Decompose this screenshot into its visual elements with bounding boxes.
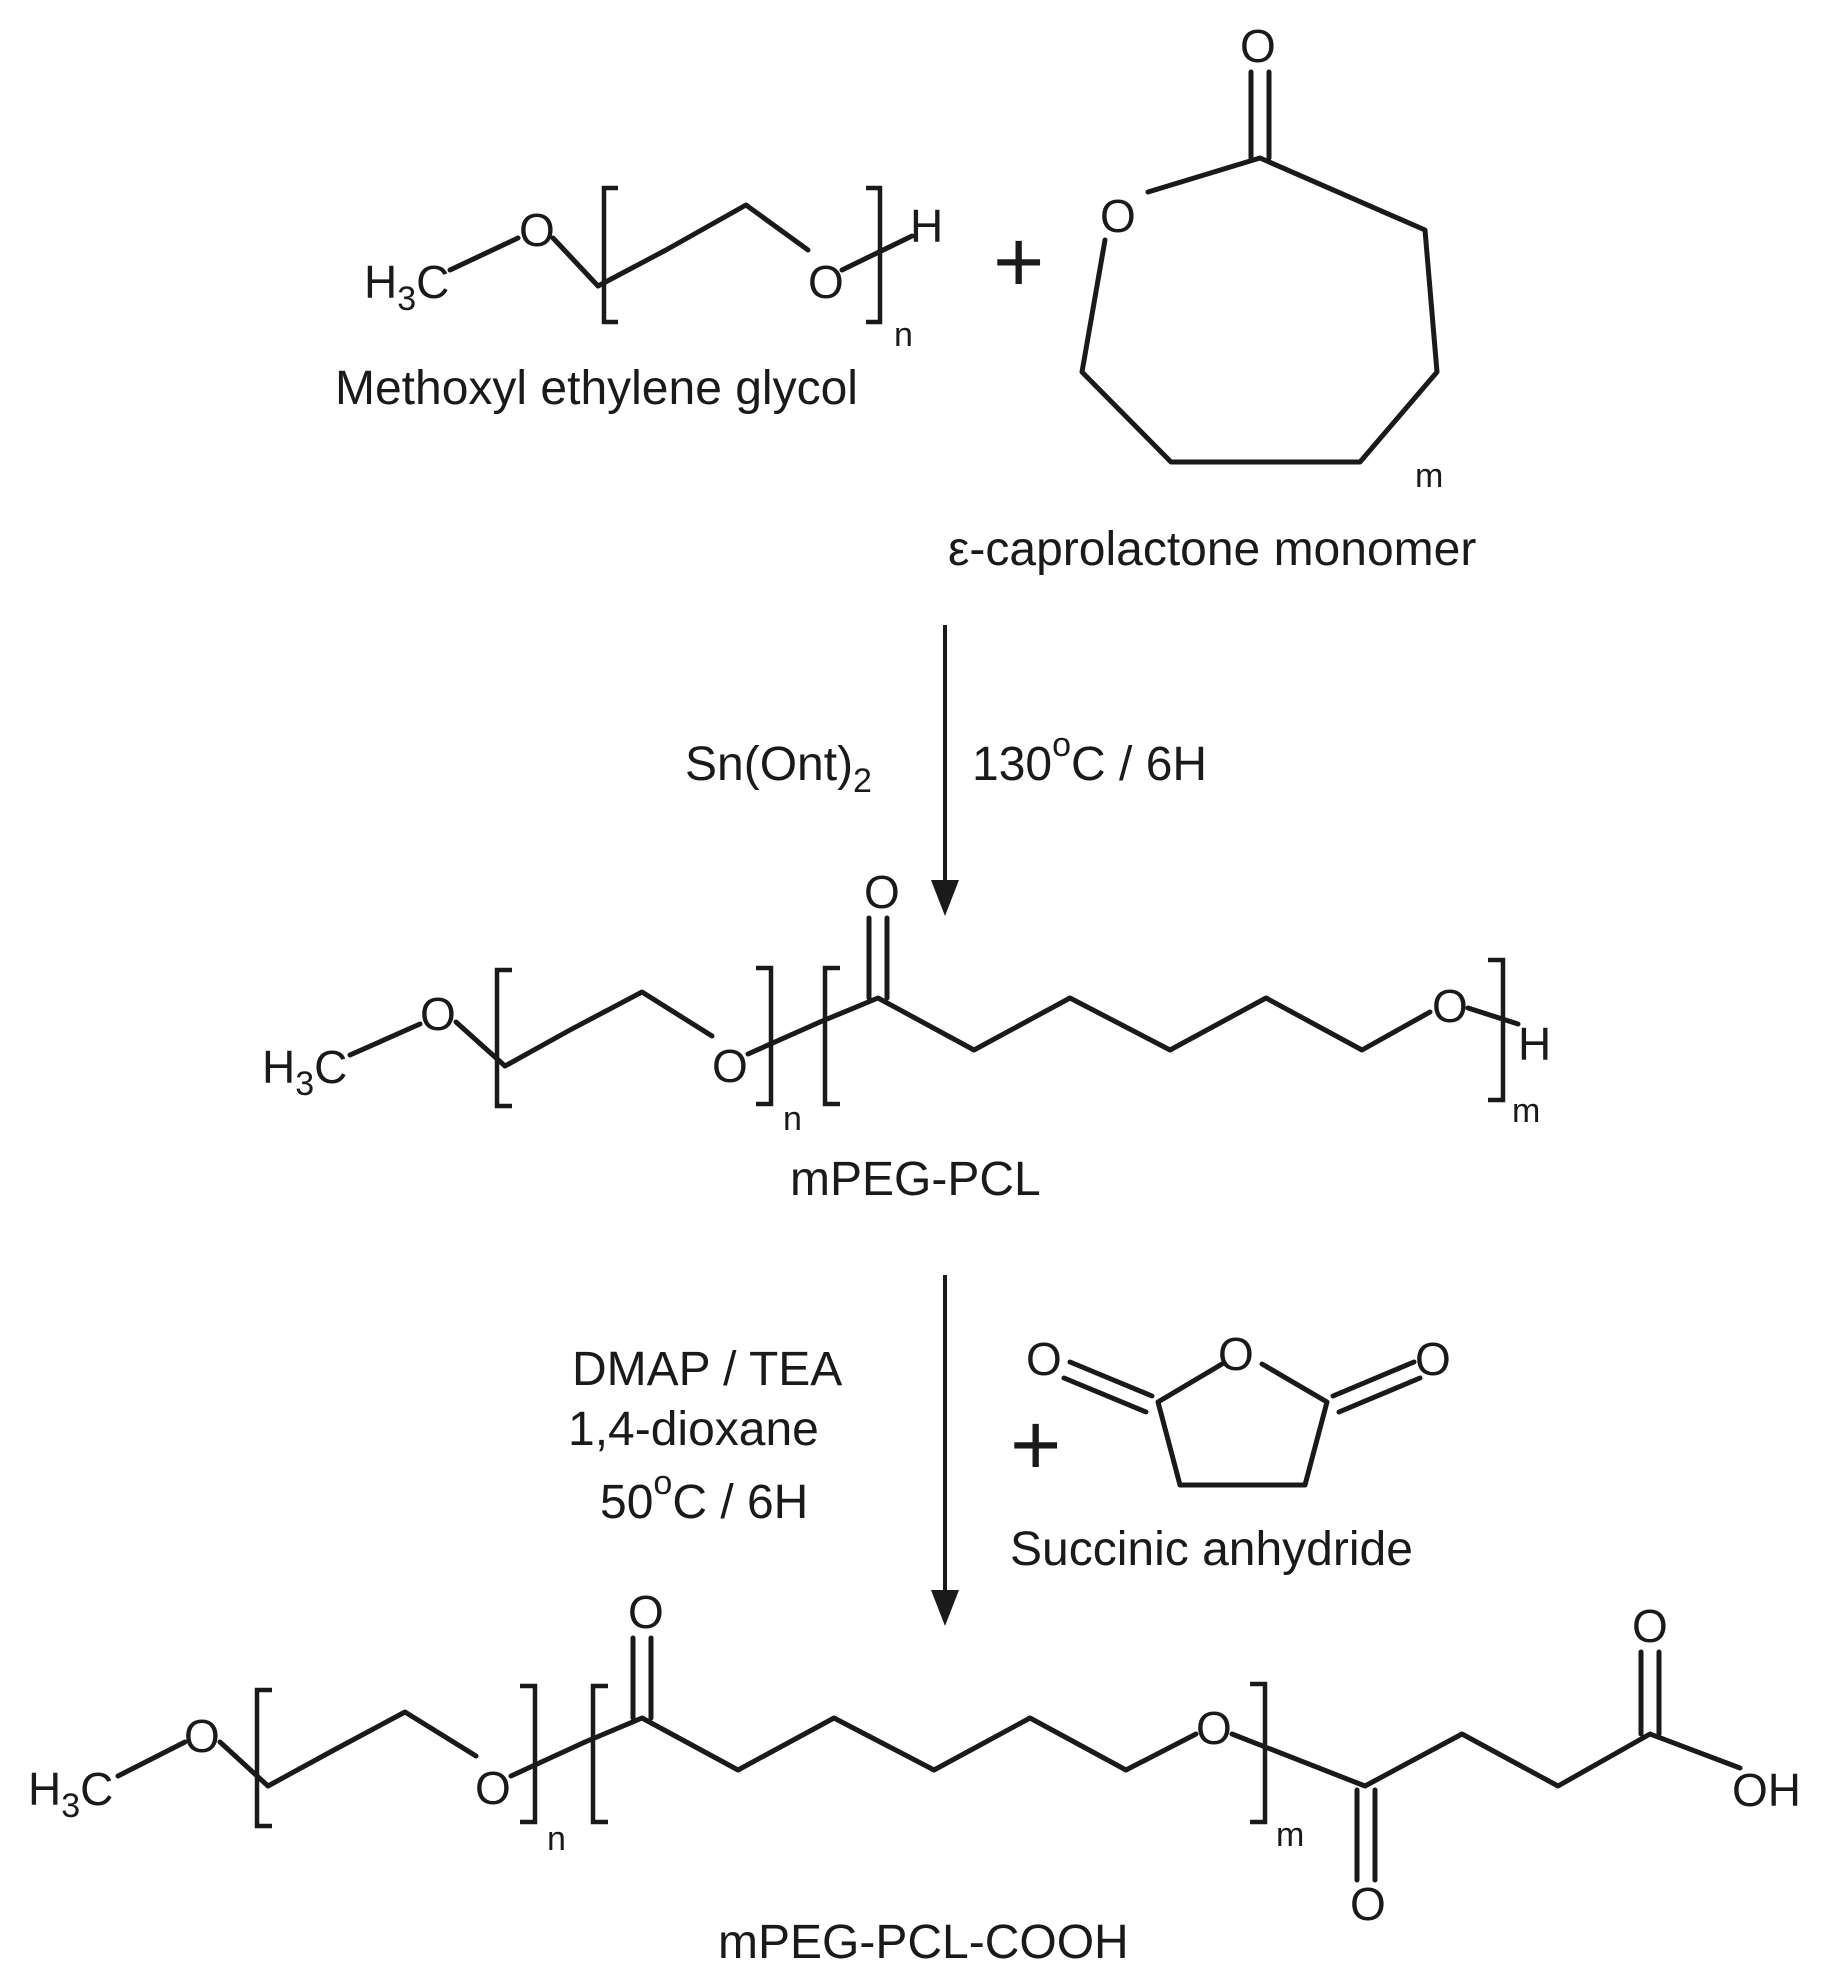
step2-reagent-2: 1,4-dioxane	[568, 1403, 819, 1456]
caprolactone-molecule: O O m ε-caprolactone monomer	[948, 20, 1476, 576]
peg-bond	[447, 235, 521, 273]
peg-repeat-n: n	[894, 316, 913, 354]
reaction-arrow-2	[931, 1275, 959, 1626]
reaction-arrow-1	[931, 625, 959, 916]
product-bracket-n-right	[520, 1683, 538, 1825]
product-ester-carbonyl-oxygen: O	[1350, 1878, 1386, 1930]
product-name: mPEG-PCL-COOH	[718, 1916, 1129, 1969]
peg-bracket-left	[601, 185, 618, 325]
peg-bracket-right	[866, 185, 883, 325]
step1-catalyst: Sn(Ont)2	[685, 738, 872, 800]
product-bracket-m-right	[1250, 1681, 1268, 1825]
peg-ch3-label: H3C	[364, 256, 449, 318]
peg-molecule: H3C O O H n Methoxyl ethylene glycol	[335, 185, 943, 415]
mpeg-pcl-bond	[347, 1021, 423, 1058]
anhydride-carbonyl-bond	[1061, 1375, 1149, 1415]
anhydride-carbonyl-bond	[1067, 1359, 1155, 1399]
mpeg-pcl-peg-chain	[502, 989, 715, 1069]
mpeg-pcl-oxygen-3: O	[1432, 980, 1468, 1032]
mpeg-pcl-pcl-chain	[817, 995, 1433, 1053]
mpeg-pcl-name: mPEG-PCL	[790, 1153, 1041, 1206]
peg-terminal-h: H	[910, 200, 943, 252]
product-ch3-label: H3C	[28, 1763, 113, 1825]
product-bracket-n-left	[254, 1687, 272, 1829]
peg-bond	[550, 235, 601, 289]
peg-oxygen-2: O	[808, 256, 844, 308]
mpeg-pcl-bracket-m-left	[822, 965, 840, 1107]
step1-conditions: 130oC / 6H	[972, 726, 1207, 791]
product-pcl-carbonyl-oxygen: O	[628, 1586, 664, 1638]
plus-sign-2: +	[1010, 1395, 1061, 1494]
mpeg-pcl-cooh-molecule: H3C O O n O O m O O OH mPEG-PCL-COOH	[28, 1586, 1801, 1969]
product-repeat-m: m	[1276, 1816, 1304, 1854]
mpeg-pcl-bracket-n-right	[756, 965, 774, 1107]
caprolactone-ring-oxygen: O	[1100, 190, 1136, 242]
mpeg-pcl-molecule: H3C O O n O O H m mPEG-PCL	[262, 866, 1551, 1206]
mpeg-pcl-bracket-m-right	[1488, 957, 1506, 1103]
product-bond	[115, 1739, 188, 1779]
mpeg-pcl-bracket-n-left	[494, 967, 512, 1109]
mpeg-pcl-repeat-m: m	[1512, 1092, 1540, 1130]
peg-bond	[839, 233, 915, 273]
product-acid-carbonyl-oxygen: O	[1632, 1600, 1668, 1652]
peg-name: Methoxyl ethylene glycol	[335, 362, 858, 415]
product-bracket-m-left	[590, 1683, 608, 1825]
caprolactone-ring	[1079, 155, 1440, 465]
step2-reagent-1: DMAP / TEA	[572, 1343, 842, 1396]
mpeg-pcl-bond	[745, 1019, 823, 1057]
caprolactone-name: ε-caprolactone monomer	[948, 523, 1476, 576]
caprolactone-repeat-m: m	[1415, 457, 1443, 495]
anhydride-carbonyl-oxygen-left: O	[1026, 1333, 1062, 1385]
product-succinate-chain	[1229, 1731, 1743, 1789]
succinic-anhydride-molecule: O O O Succinic anhydride	[1010, 1328, 1451, 1576]
anhydride-ring	[1155, 1361, 1330, 1488]
caprolactone-carbonyl-oxygen: O	[1240, 20, 1276, 72]
anhydride-ring-oxygen: O	[1218, 1328, 1254, 1380]
product-peg-chain	[265, 1709, 479, 1789]
product-bond	[217, 1739, 271, 1789]
mpeg-pcl-oxygen-2: O	[712, 1040, 748, 1092]
product-oxygen-3: O	[1196, 1702, 1232, 1754]
peg-chain	[595, 202, 811, 289]
mpeg-pcl-repeat-n: n	[783, 1100, 802, 1138]
product-bond	[508, 1739, 588, 1779]
mpeg-pcl-ch3-label: H3C	[262, 1041, 347, 1103]
product-oxygen-2: O	[475, 1762, 511, 1814]
product-repeat-n: n	[547, 1820, 566, 1858]
mpeg-pcl-bond	[1465, 1005, 1521, 1027]
product-oxygen-1: O	[184, 1710, 220, 1762]
anhydride-name: Succinic anhydride	[1010, 1523, 1413, 1576]
mpeg-pcl-oxygen-1: O	[420, 988, 456, 1040]
anhydride-carbonyl-bond	[1336, 1375, 1423, 1415]
mpeg-pcl-terminal-h: H	[1518, 1018, 1551, 1070]
product-pcl-chain	[582, 1715, 1199, 1773]
plus-sign-1: +	[993, 212, 1044, 311]
product-hydroxyl: OH	[1732, 1764, 1801, 1816]
step2-conditions: 50oC / 6H	[600, 1464, 808, 1529]
anhydride-carbonyl-bond	[1330, 1359, 1417, 1399]
mpeg-pcl-carbonyl-oxygen: O	[864, 866, 900, 918]
peg-oxygen-1: O	[519, 204, 555, 256]
